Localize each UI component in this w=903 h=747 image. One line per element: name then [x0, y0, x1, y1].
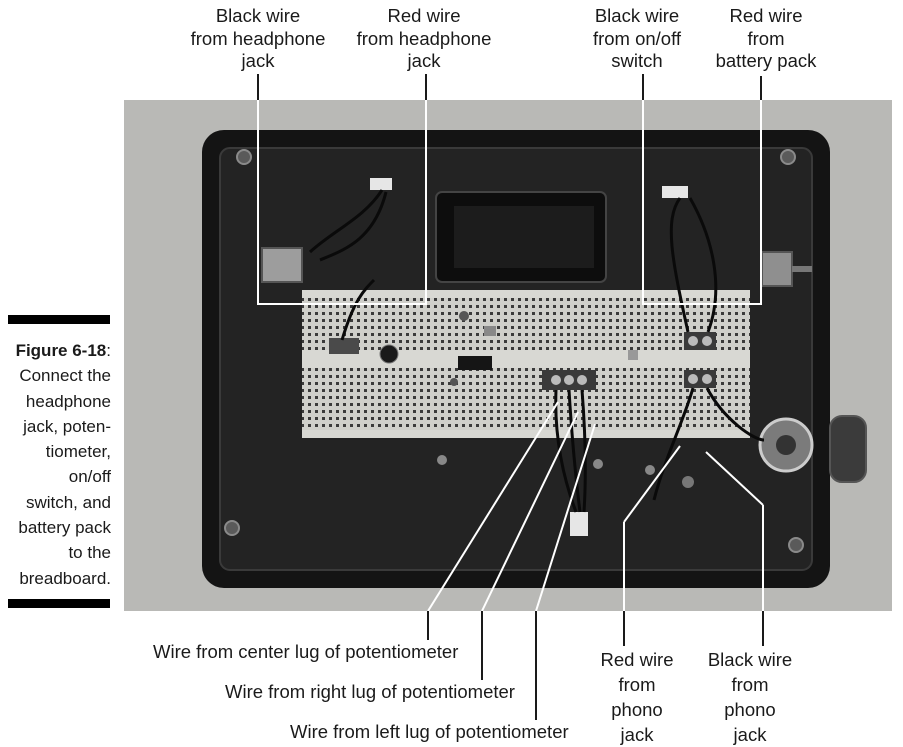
figure-caption-text: Connect the headphone jack, poten- tiome… — [18, 366, 111, 588]
headphone-jack — [261, 247, 303, 283]
potentiometer-knob — [829, 415, 867, 483]
caption-rule-top — [8, 315, 110, 324]
callout-right-lug: Wire from right lug of potentiometer — [225, 681, 515, 702]
callout-red-wire-battery: Red wire from battery pack — [715, 5, 817, 71]
callout-black-wire-phono: Black wire from phono jack — [707, 649, 793, 745]
project-box-photo — [124, 100, 892, 611]
callout-red-wire-phono: Red wire from phono jack — [600, 649, 674, 745]
callout-black-wire-headphone: Black wire from headphone jack — [190, 5, 326, 71]
callout-black-wire-switch: Black wire from on/off switch — [592, 5, 682, 71]
caption-rule-bottom — [8, 599, 110, 608]
callout-red-wire-headphone: Red wire from headphone jack — [356, 5, 492, 71]
terminal-block-left — [329, 338, 359, 354]
figure-caption: Figure 6-18:Connect the headphone jack, … — [15, 341, 111, 588]
figure-number: Figure 6-18 — [15, 341, 107, 360]
ic-chip — [458, 356, 492, 370]
screw-posts — [224, 149, 804, 553]
callout-center-lug: Wire from center lug of potentiometer — [153, 641, 459, 662]
capacitor — [379, 344, 399, 364]
callout-left-lug: Wire from left lug of potentiometer — [290, 721, 569, 742]
